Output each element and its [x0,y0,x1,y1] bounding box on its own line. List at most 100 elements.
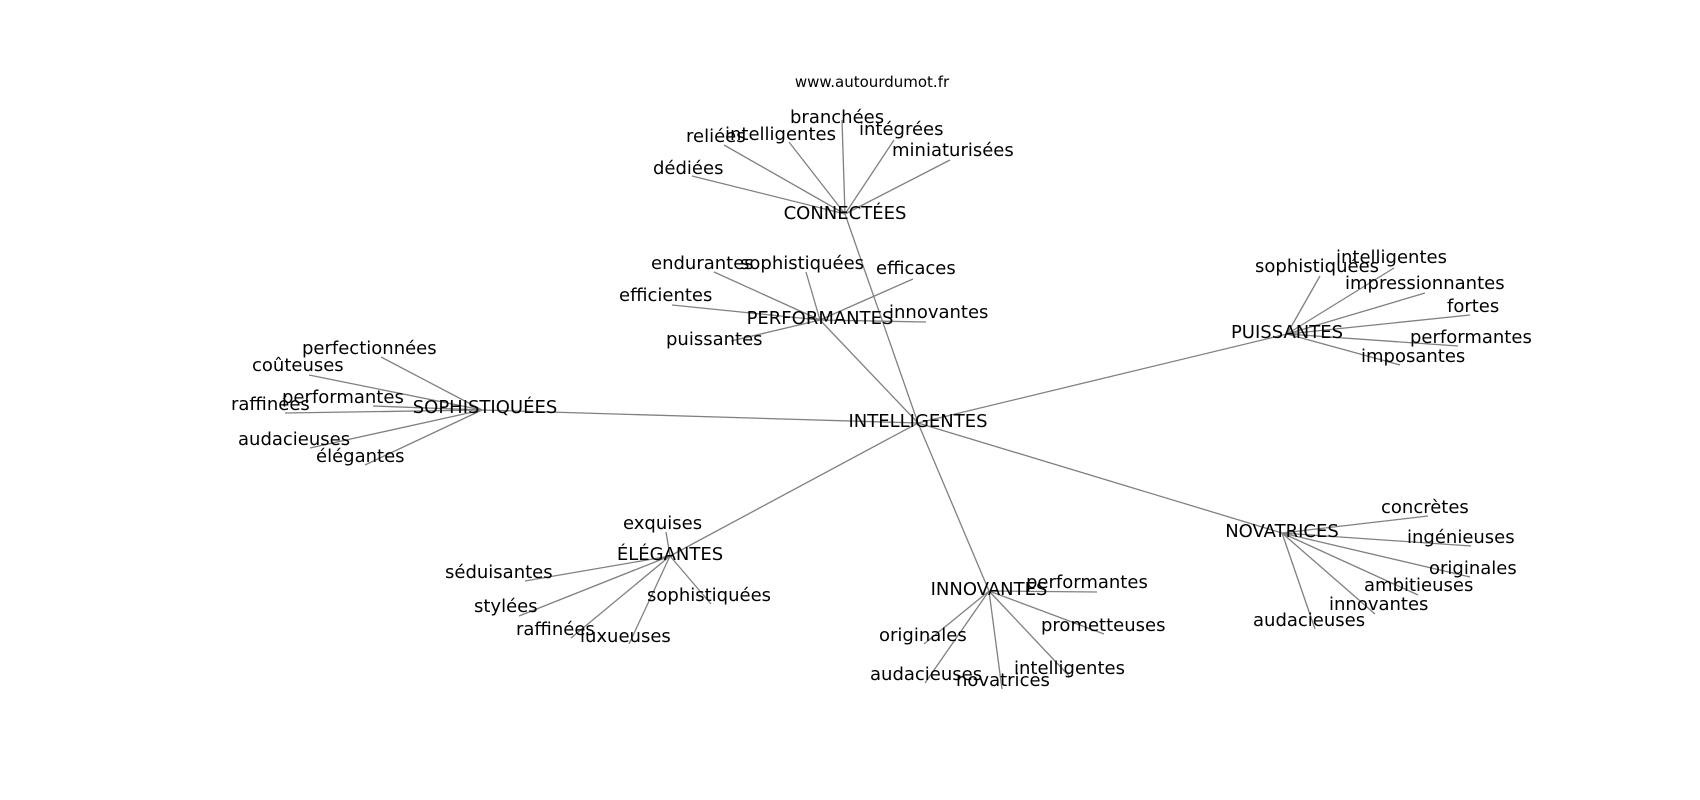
edge-novatrices-innovantes [1281,532,1376,615]
word-stylees: stylées [474,596,538,617]
credit: www.autourdumot.fr [795,73,950,91]
word-efficientes: efficientes [619,285,712,306]
edge-connectees-miniaturisees [844,159,951,215]
word-performantes: performantes [1410,327,1532,348]
word-ingenieuses: ingénieuses [1407,527,1515,548]
edge-connectees-reliees [723,144,846,215]
hub-novatrices: NOVATRICES [1225,521,1339,542]
word-concretes: concrètes [1381,497,1469,518]
word-elegantes: élégantes [316,446,405,467]
word-sophistiquees: sophistiquées [740,253,864,274]
word-innovantes: innovantes [889,302,988,323]
edge-innovantes-novatrices [988,590,1003,690]
edge-elegantes-seduisantes [524,555,671,582]
edge-sophistiquees-performantes [372,405,483,411]
word-audacieuses: audacieuses [238,429,350,450]
word-integrees: intégrées [859,119,944,140]
edge-performantes-sophistiquees [805,271,821,321]
edge-sophistiquees-raffinees [284,409,483,414]
edge-connectees-intelligentes [788,141,846,215]
hub-innovantes: INNOVANTES [931,579,1048,600]
word-raffinees: raffinées [231,394,310,415]
edge-performantes-efficientes [671,304,821,321]
edge-connectees-integrees [844,139,895,215]
word-audacieuses: audacieuses [1253,610,1365,631]
word-audacieuses: audacieuses [870,664,982,685]
edge-novatrices-ingenieuses [1281,532,1472,547]
word-fortes: fortes [1447,296,1499,317]
edge-novatrices-concretes [1281,515,1429,534]
edge-performantes-puissantes [730,319,821,342]
edge-intelligentes-novatrices [917,422,1283,534]
edge-elegantes-exquises [665,531,671,557]
word-performantes: performantes [1026,572,1148,593]
edge-elegantes-sophistiquees [669,555,712,605]
edge-innovantes-intelligentes [988,590,1071,678]
word-imposantes: imposantes [1361,346,1465,367]
word-intelligentes: intelligentes [1336,247,1447,268]
hub-performantes: PERFORMANTES [747,308,894,329]
word-sophistiquees: sophistiquées [647,585,771,606]
word-originales: originales [1429,558,1517,579]
word-puissantes: puissantes [666,329,763,350]
edge-connectees-dediees [691,175,846,215]
edge-puissantes-impressionnantes [1286,292,1426,335]
edge-performantes-innovantes [819,319,927,323]
edge-puissantes-imposantes [1286,333,1401,366]
word-prometteuses: prometteuses [1041,615,1165,636]
edge-puissantes-performantes [1286,333,1459,347]
edge-sophistiquees-perfectionnees [380,356,483,411]
edge-elegantes-luxueuses [628,555,671,645]
word-exquises: exquises [623,513,702,534]
word-innovantes: innovantes [1329,594,1428,615]
edge-elegantes-stylees [518,555,671,617]
edge-sophistiquees-elegantes [364,409,483,466]
word-performantes: performantes [282,387,404,408]
word-reliees: reliées [686,126,746,147]
edge-innovantes-performantes [988,590,1098,593]
edge-elegantes-raffinees [570,555,671,639]
edge-performantes-efficaces [819,278,914,321]
edges [284,119,1472,690]
word-ambitieuses: ambitieuses [1364,575,1473,596]
edge-intelligentes-connectees [844,213,919,424]
word-intelligentes: intelligentes [1014,658,1125,679]
word-dediees: dédiées [653,158,723,179]
edge-puissantes-sophistiquees [1286,275,1321,335]
word-endurantes: endurantes [651,253,754,274]
hub-sophistiquees: SOPHISTIQUÉES [413,396,558,418]
edge-connectees-branchees [841,119,846,215]
edge-sophistiquees-couteuses [308,374,483,411]
word-raffinees: raffinées [516,619,595,640]
word-originales: originales [879,625,967,646]
edge-innovantes-prometteuses [988,590,1105,635]
edge-novatrices-audacieuses [1281,532,1316,630]
word-seduisantes: séduisantes [445,562,553,583]
edge-puissantes-intelligentes [1286,267,1395,335]
edge-intelligentes-puissantes [917,333,1288,424]
word-efficaces: efficaces [876,258,956,279]
edge-intelligentes-elegantes [669,422,919,557]
word-perfectionnees: perfectionnées [302,338,437,359]
edge-performantes-endurantes [713,271,821,321]
edge-innovantes-originales [923,590,990,645]
edge-novatrices-originales [1281,532,1471,578]
labels: INTELLIGENTESCONNECTÉESreliéesintelligen… [231,107,1532,691]
word-luxueuses: luxueuses [580,626,671,647]
word-sophistiquees: sophistiquées [1255,256,1379,277]
word-impressionnantes: impressionnantes [1345,273,1505,294]
edge-sophistiquees-audacieuses [309,409,483,449]
word-novatrices: novatrices [956,670,1050,691]
hub-intelligentes: INTELLIGENTES [848,411,987,432]
word-miniaturisees: miniaturisées [892,140,1014,161]
hub-elegantes: ÉLÉGANTES [617,543,723,565]
word-couteuses: coûteuses [252,355,344,376]
edge-intelligentes-innovantes [917,422,990,592]
word-branchees: branchées [790,107,884,128]
edge-innovantes-audacieuses [924,590,990,684]
edge-novatrices-ambitieuses [1281,532,1419,596]
edge-puissantes-fortes [1286,314,1471,335]
word-intelligentes: intelligentes [725,124,836,145]
hub-puissantes: PUISSANTES [1231,322,1343,343]
